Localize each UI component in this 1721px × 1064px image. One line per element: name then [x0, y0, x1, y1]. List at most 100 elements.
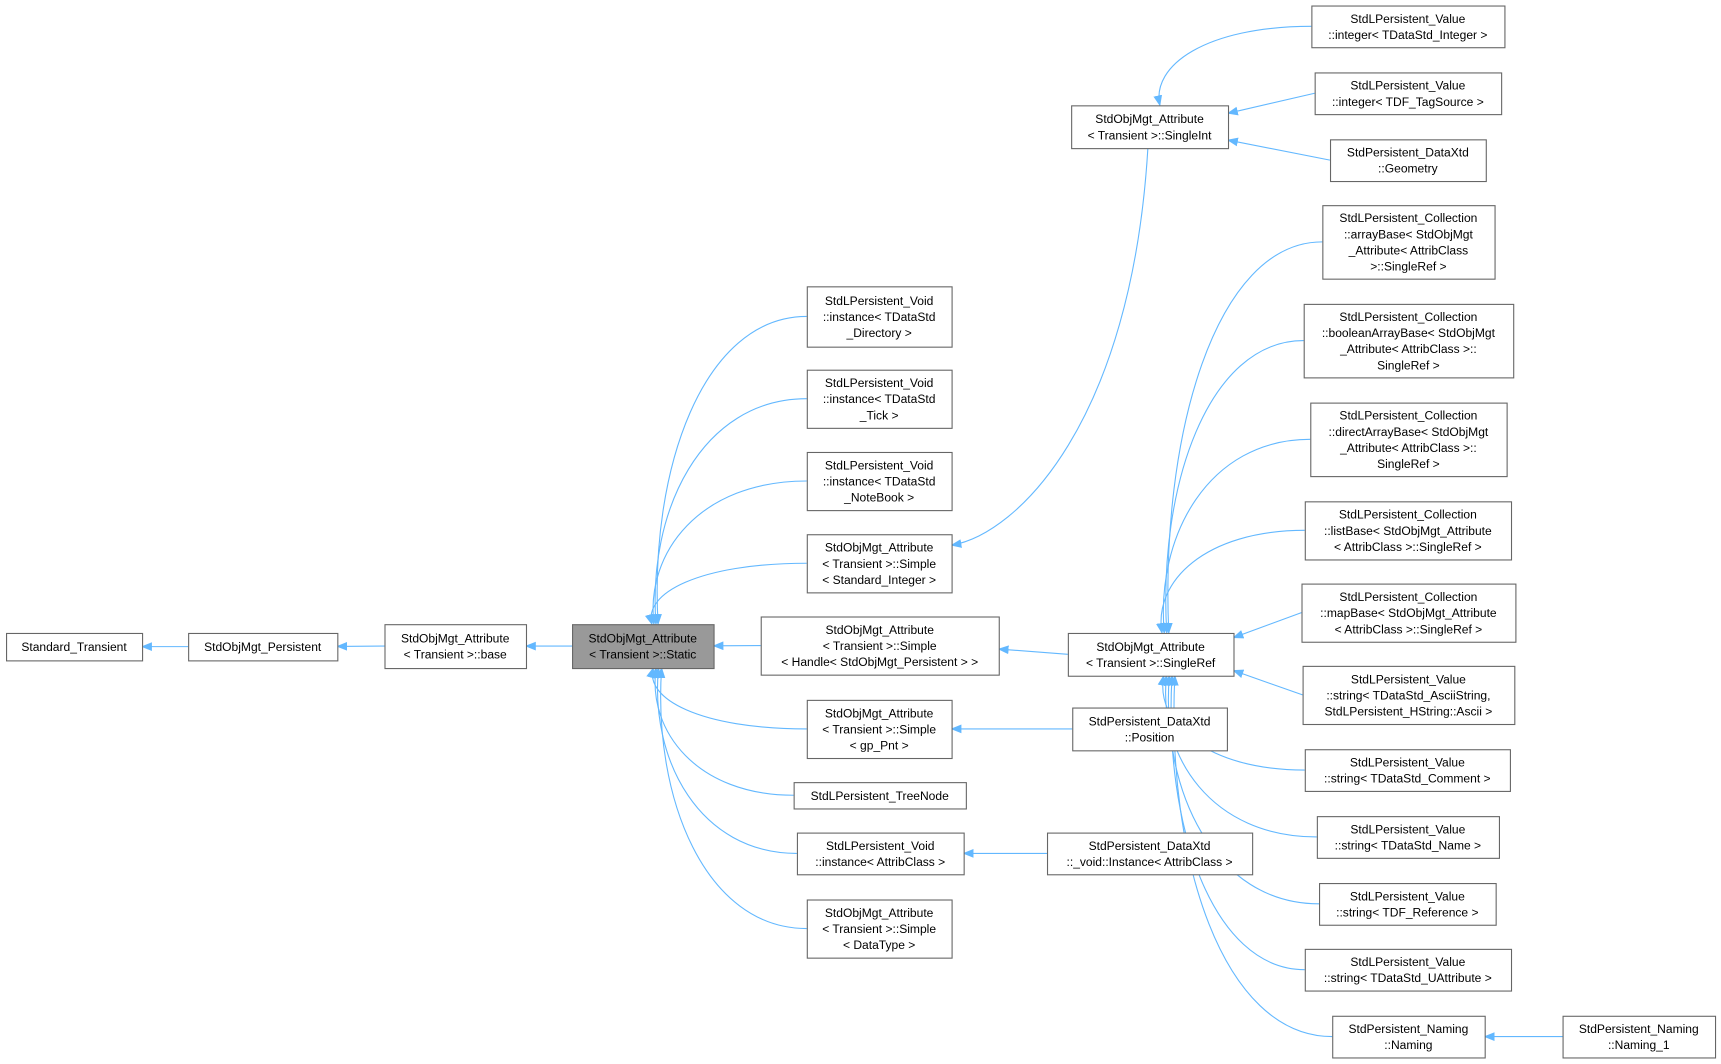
class-node[interactable]: StdLPersistent_Collection::listBase< Std… — [1304, 501, 1513, 561]
class-node-label: StdLPersistent_Value — [1350, 889, 1465, 903]
class-node-label: StdLPersistent_Value — [1350, 12, 1465, 26]
class-node[interactable]: StdLPersistent_Value::integer< TDF_TagSo… — [1314, 72, 1503, 116]
class-node-label: < AttribClass >::SingleRef > — [1334, 540, 1482, 554]
class-node-box — [1304, 948, 1513, 992]
class-node-label: ::string< TDF_Reference > — [1336, 905, 1478, 919]
class-node[interactable]: StdLPersistent_Void::instance< TDataStd_… — [806, 369, 953, 429]
class-node-label: StdPersistent_Naming — [1348, 1022, 1468, 1036]
class-node[interactable]: StdLPersistent_Value::integer< TDataStd_… — [1311, 5, 1506, 49]
class-node[interactable]: StdObjMgt_Attribute< Transient >::Single… — [1071, 105, 1230, 150]
class-node-label: ::string< TDataStd_Name > — [1335, 839, 1481, 853]
class-node[interactable]: StdPersistent_DataXtd::Position — [1072, 707, 1228, 752]
class-node[interactable]: StdLPersistent_Collection::arrayBase< St… — [1322, 205, 1496, 280]
inheritance-edge — [1159, 438, 1311, 635]
class-node[interactable]: StdObjMgt_Attribute< Transient >::Simple… — [806, 899, 953, 959]
class-node-label: _NoteBook > — [843, 491, 914, 505]
class-node-label: < Transient >::base — [404, 648, 507, 662]
class-node-label: StdLPersistent_Value — [1350, 755, 1465, 769]
class-node[interactable]: StdLPersistent_Value::string< TDataStd_A… — [1302, 665, 1516, 726]
class-node[interactable]: StdPersistent_DataXtd::Geometry — [1329, 139, 1487, 183]
class-node[interactable]: StdObjMgt_Attribute< Transient >::Simple… — [806, 699, 953, 760]
class-node-label: StdLPersistent_Value — [1350, 79, 1465, 93]
class-node-label: StdLPersistent_Value — [1350, 955, 1465, 969]
inheritance-edge — [1163, 241, 1323, 635]
class-node[interactable]: StdLPersistent_Value::string< TDataStd_C… — [1304, 749, 1511, 792]
inheritance-edge — [997, 645, 1068, 655]
class-node[interactable]: StdPersistent_Naming::Naming_1 — [1562, 1015, 1717, 1059]
class-node-current[interactable]: StdObjMgt_Attribute< Transient >::Static — [572, 624, 715, 670]
class-node-label: StdLPersistent_Value — [1351, 672, 1466, 686]
class-node-label: < DataType > — [843, 938, 915, 952]
class-node-box — [1304, 501, 1513, 561]
class-node[interactable]: StdLPersistent_Value::string< TDataStd_N… — [1316, 816, 1500, 859]
class-node-label: StdObjMgt_Attribute — [589, 632, 698, 646]
class-node[interactable]: StdLPersistent_Void::instance< TDataStd_… — [806, 451, 953, 512]
class-node-box — [6, 632, 144, 662]
class-node-label: _Attribute< AttribClass >:: — [1339, 342, 1477, 356]
class-node-label: ::booleanArrayBase< StdObjMgt — [1322, 326, 1496, 340]
class-node[interactable]: StdLPersistent_Value::string< TDF_Refere… — [1319, 883, 1497, 926]
inheritance-edge — [1226, 92, 1315, 116]
class-node-label: StdObjMgt_Attribute — [1096, 640, 1205, 654]
class-node-label: StdLPersistent_Collection — [1339, 211, 1477, 225]
class-node-label: Standard_Transient — [21, 640, 127, 654]
class-node-label: ::arrayBase< StdObjMgt — [1344, 227, 1474, 241]
class-node-box — [1319, 883, 1497, 926]
class-node[interactable]: StdLPersistent_Collection::booleanArrayB… — [1303, 303, 1515, 379]
inheritance-edge — [646, 666, 807, 730]
class-node[interactable]: Standard_Transient — [6, 632, 144, 662]
inheritance-edge — [1226, 137, 1331, 161]
class-node-label: StdPersistent_DataXtd — [1089, 714, 1211, 728]
class-node-box — [806, 286, 953, 348]
class-node-label: ::_void::Instance< AttribClass > — [1066, 855, 1232, 869]
class-node[interactable]: StdObjMgt_Attribute< Transient >::Single… — [1067, 632, 1235, 677]
class-node-label: StdPersistent_DataXtd — [1089, 839, 1211, 853]
class-node-label: StdLPersistent_Collection — [1339, 310, 1477, 324]
class-node-box — [1316, 816, 1500, 859]
class-node-label: SingleRef > — [1377, 457, 1440, 471]
class-node-box — [1314, 72, 1503, 116]
class-node-box — [1071, 105, 1230, 150]
class-node[interactable]: StdObjMgt_Persistent — [188, 632, 339, 662]
class-node-label: StdObjMgt_Persistent — [204, 640, 322, 654]
class-node[interactable]: StdObjMgt_Attribute< Transient >::Simple… — [760, 616, 1000, 676]
class-node[interactable]: StdPersistent_Naming::Naming — [1332, 1015, 1486, 1059]
class-node-label: StdLPersistent_Collection — [1339, 590, 1477, 604]
class-node-box — [1329, 139, 1487, 183]
class-node-box — [793, 782, 967, 810]
class-node-box — [806, 534, 953, 594]
class-node-label: < Transient >::Simple — [823, 639, 937, 653]
class-node[interactable]: StdLPersistent_Void::instance< AttribCla… — [796, 832, 965, 876]
class-node-box — [1302, 665, 1516, 726]
class-node[interactable]: StdLPersistent_TreeNode — [793, 782, 967, 810]
class-node-box — [1304, 749, 1511, 792]
class-node-box — [806, 451, 953, 512]
inheritance-edge — [1161, 674, 1317, 838]
class-node-label: StdPersistent_DataXtd — [1347, 146, 1469, 160]
inheritance-edge — [653, 315, 807, 626]
class-node[interactable]: StdLPersistent_Collection::directArrayBa… — [1310, 402, 1508, 478]
class-node-label: < AttribClass >::SingleRef > — [1335, 622, 1483, 636]
inheritance-edge — [1161, 340, 1304, 635]
class-node[interactable]: StdLPersistent_Collection::mapBase< StdO… — [1301, 583, 1517, 643]
class-node-box — [1310, 402, 1508, 478]
inheritance-edge — [950, 148, 1149, 548]
class-node-label: StdLPersistent_Collection — [1339, 409, 1477, 423]
class-node[interactable]: StdLPersistent_Void::instance< TDataStd_… — [806, 286, 953, 348]
class-node-box — [806, 899, 953, 959]
class-node-label: SingleRef > — [1377, 358, 1440, 372]
class-node-box — [796, 832, 965, 876]
class-node-box — [384, 624, 528, 670]
class-node-label: ::Naming — [1384, 1038, 1432, 1052]
class-node[interactable]: StdObjMgt_Attribute< Transient >::base — [384, 624, 528, 670]
class-node[interactable]: StdPersistent_DataXtd::_void::Instance< … — [1046, 832, 1254, 876]
class-node-label: StdLPersistent_Void — [825, 294, 934, 308]
class-node[interactable]: StdObjMgt_Attribute< Transient >::Simple… — [806, 534, 953, 594]
class-node-label: ::string< TDataStd_Comment > — [1324, 772, 1491, 786]
class-node-label: < Handle< StdObjMgt_Persistent > > — [781, 655, 978, 669]
class-node-label: _Directory > — [846, 326, 912, 340]
class-node[interactable]: StdLPersistent_Value::string< TDataStd_U… — [1304, 948, 1513, 992]
class-node-box — [760, 616, 1000, 676]
inheritance-edge — [653, 666, 797, 854]
